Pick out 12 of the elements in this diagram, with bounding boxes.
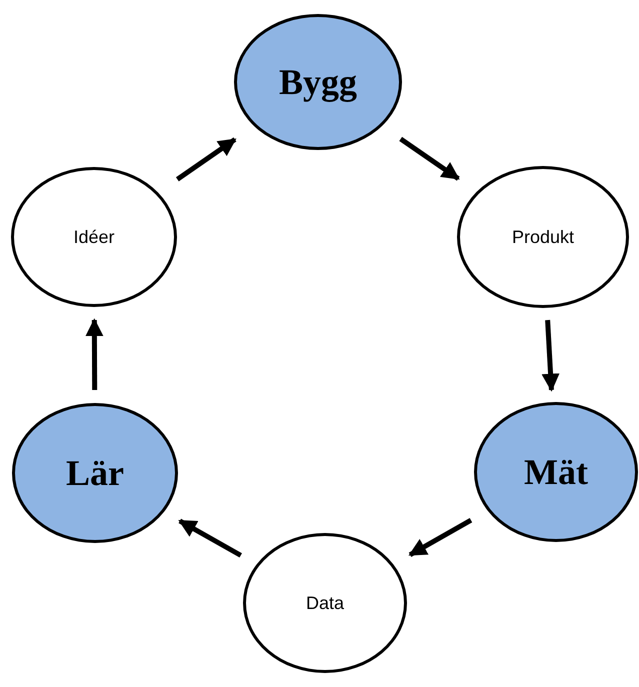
node-label: Produkt bbox=[512, 226, 574, 248]
node-label: Lär bbox=[66, 452, 124, 494]
arrow bbox=[178, 518, 242, 558]
arrow bbox=[399, 136, 460, 181]
arrow bbox=[85, 318, 104, 390]
arrow bbox=[408, 518, 472, 557]
arrow bbox=[542, 320, 560, 392]
node-label: Mät bbox=[524, 451, 588, 493]
arrow bbox=[176, 137, 236, 182]
node-label: Data bbox=[306, 592, 344, 614]
node-label: Idéer bbox=[73, 226, 115, 248]
node-label: Bygg bbox=[278, 61, 357, 103]
